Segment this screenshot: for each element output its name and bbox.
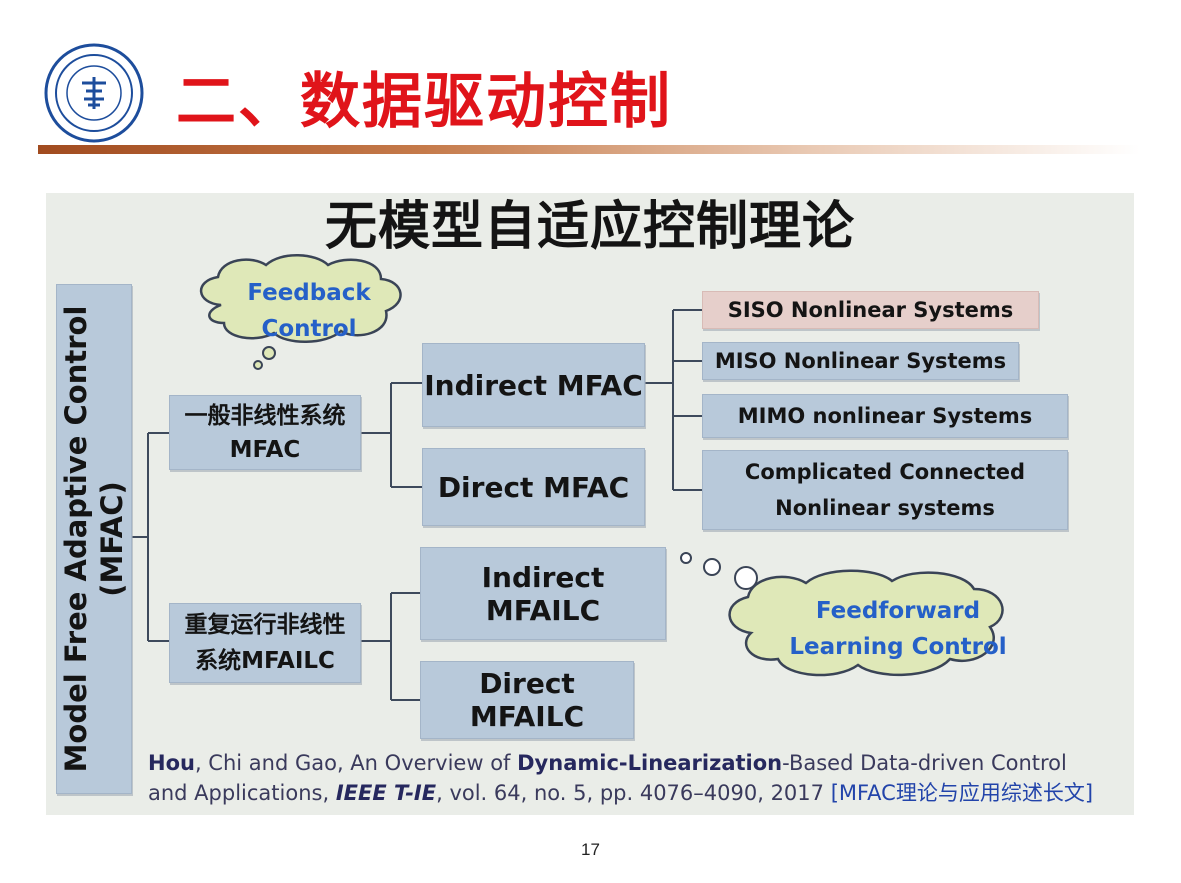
mfac-root-box: Model Free Adaptive Control (MFAC) bbox=[56, 284, 132, 794]
ref-author: Hou bbox=[148, 751, 195, 775]
ref-part4: , vol. 64, no. 5, pp. 4076–4090, 2017 bbox=[436, 781, 831, 805]
page-number: 17 bbox=[581, 840, 600, 859]
feedforward-line2: Learning Control bbox=[789, 634, 1007, 660]
feedback-cloud-icon bbox=[199, 254, 402, 370]
feedback-line2: Control bbox=[261, 316, 357, 342]
siso-systems-box: SISO Nonlinear Systems bbox=[702, 291, 1039, 329]
feedforward-cloud-icon bbox=[680, 552, 1004, 677]
repeat-line1: 重复运行非线性 bbox=[184, 612, 346, 638]
feedback-control-label: Feedback Control bbox=[234, 275, 384, 347]
ref-note: [MFAC理论与应用综述长文] bbox=[830, 781, 1094, 805]
miso-systems-box: MISO Nonlinear Systems bbox=[702, 342, 1019, 380]
mimo-systems-box: MIMO nonlinear Systems bbox=[702, 394, 1068, 438]
ref-part2: -Based Data-driven Control bbox=[782, 751, 1067, 775]
indirect-mfailc-box: Indirect MFAILC bbox=[420, 547, 666, 640]
feedback-line1: Feedback bbox=[247, 280, 371, 306]
ref-journal: IEEE T-IE bbox=[335, 781, 437, 805]
root-label-line2: (MFAC) bbox=[95, 481, 129, 597]
slide-title: 二、数据驱动控制 bbox=[176, 67, 672, 137]
ref-part3: and Applications, bbox=[148, 781, 336, 805]
citation-reference: Hou, Chi and Gao, An Overview of Dynamic… bbox=[148, 748, 1133, 808]
ref-part1: , Chi and Gao, An Overview of bbox=[194, 751, 518, 775]
general-nonlinear-mfac-box: 一般非线性系统 MFAC bbox=[169, 395, 361, 470]
complicated-line2: Nonlinear systems bbox=[775, 496, 995, 520]
repeat-line2: 系统MFAILC bbox=[195, 648, 335, 674]
indirect-mfac-box: Indirect MFAC bbox=[422, 343, 645, 427]
direct-mfailc-box: Direct MFAILC bbox=[420, 661, 634, 739]
direct-mfac-box: Direct MFAC bbox=[422, 448, 645, 526]
feedforward-line1: Feedforward bbox=[815, 598, 981, 624]
repetitive-mfailc-box: 重复运行非线性 系统MFAILC bbox=[169, 603, 361, 683]
complicated-line1: Complicated Connected bbox=[744, 460, 1026, 484]
title-divider bbox=[38, 145, 1140, 154]
university-logo-icon bbox=[44, 43, 144, 143]
ref-bold: Dynamic-Linearization bbox=[517, 751, 783, 775]
diagram-title: 无模型自适应控制理论 bbox=[324, 197, 855, 257]
connector-lines bbox=[132, 254, 1004, 701]
general-line1: 一般非线性系统 bbox=[184, 402, 346, 429]
root-label-line1: Model Free Adaptive Control bbox=[59, 305, 93, 773]
mfac-diagram: 无模型自适应控制理论 Model Free Adaptive Co bbox=[46, 193, 1134, 815]
feedforward-learning-label: Feedforward Learning Control bbox=[768, 593, 1028, 665]
complicated-systems-box: Complicated Connected Nonlinear systems bbox=[702, 450, 1068, 530]
general-line2: MFAC bbox=[229, 436, 301, 463]
